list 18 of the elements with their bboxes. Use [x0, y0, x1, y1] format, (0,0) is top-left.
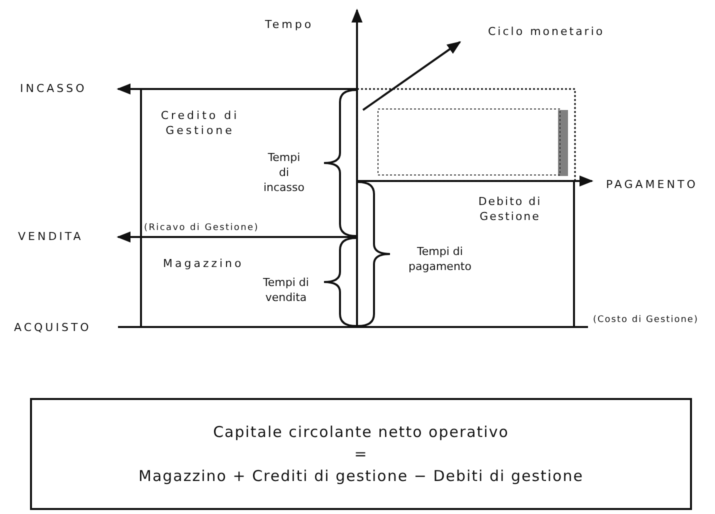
- text-label: Tempi di incasso: [262, 150, 306, 195]
- text-label: Tempi di pagamento: [408, 244, 472, 274]
- text-label: Debito di Gestione: [477, 194, 543, 224]
- text-label: VENDITA: [18, 229, 84, 244]
- text-label: ACQUISTO: [14, 320, 92, 335]
- formula-text: =: [353, 444, 369, 465]
- text-label: INCASSO: [20, 81, 87, 96]
- text-label: Tempo: [265, 17, 314, 32]
- text-label: Magazzino: [163, 256, 244, 271]
- formula-text: Capitale circolante netto operativo: [212, 422, 510, 443]
- formula-text: Magazzino + Crediti di gestione − Debiti di gestione: [138, 466, 584, 487]
- formula-box: [30, 398, 692, 510]
- text-label: PAGAMENTO: [606, 177, 698, 192]
- text-label: (Ricavo di Gestione): [144, 222, 259, 235]
- text-label: Ciclo monetario: [488, 24, 605, 39]
- text-label: Tempi di vendita: [262, 275, 310, 305]
- text-label: Credito di Gestione: [160, 108, 240, 138]
- text-label: (Costo di Gestione): [593, 314, 698, 327]
